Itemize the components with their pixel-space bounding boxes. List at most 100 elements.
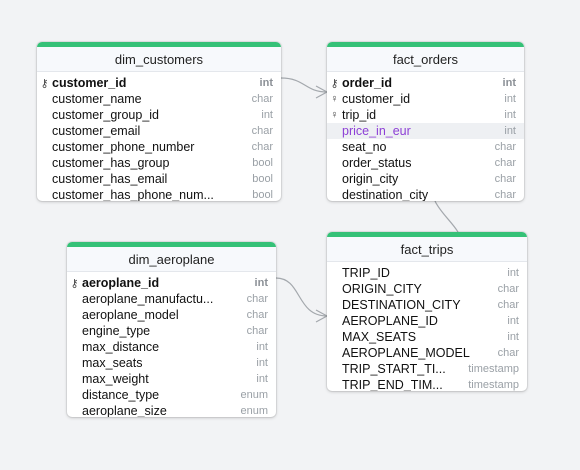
table-title: dim_customers (114, 51, 204, 67)
column-row[interactable]: customer_has_phone_num... bool (37, 187, 281, 201)
column-name: DESTINATION_CITY (342, 298, 461, 312)
column-row[interactable]: AEROPLANE_ID int (327, 313, 527, 329)
column-name: order_id (342, 76, 393, 90)
column-type: int (254, 277, 268, 289)
column-type: bool (252, 173, 273, 185)
column-name: customer_has_phone_num... (52, 188, 214, 201)
key-icon: ⚷ (330, 77, 339, 90)
column-name: price_in_eur (342, 124, 411, 138)
crowfoot-fact-orders-customer (315, 85, 329, 99)
column-name: AEROPLANE_ID (342, 314, 438, 328)
column-row[interactable]: TRIP_START_TI...timestamp (327, 361, 527, 377)
table-title: fact_orders (392, 51, 459, 67)
column-type: timestamp (468, 379, 519, 391)
table-header[interactable]: fact_orders (327, 42, 524, 72)
column-type: int (256, 373, 268, 385)
column-type: enum (240, 389, 268, 401)
column-row[interactable]: max_seats int (67, 355, 276, 371)
column-name: origin_city (342, 172, 399, 186)
column-name: AEROPLANE_MODEL (342, 346, 470, 360)
column-type: int (504, 93, 516, 105)
table-header[interactable]: fact_trips (327, 232, 527, 262)
table-header[interactable]: dim_aeroplane (67, 242, 276, 272)
column-type: char (497, 283, 519, 295)
column-name: destination_city (342, 188, 429, 201)
column-row[interactable]: aeroplane_manufactu...char (67, 291, 276, 307)
column-row[interactable]: ♀customer_id int (327, 91, 524, 107)
column-row[interactable]: origin_city char (327, 171, 524, 187)
column-row[interactable]: customer_phone_number char (37, 139, 281, 155)
column-type: char (251, 141, 273, 153)
column-row[interactable]: destination_city char (327, 187, 524, 201)
column-name: customer_id (342, 92, 411, 106)
column-name: TRIP_START_TI... (342, 362, 446, 376)
column-row[interactable]: AEROPLANE_MODEL char (327, 345, 527, 361)
column-type: bool (252, 189, 273, 201)
column-name: aeroplane_model (82, 308, 179, 322)
column-type: int (261, 109, 273, 121)
column-type: int (507, 331, 519, 343)
column-type: char (497, 347, 519, 359)
column-name: customer_name (52, 92, 142, 106)
column-row[interactable]: aeroplane_size enum (67, 403, 276, 417)
column-name: TRIP_END_TIM... (342, 378, 443, 391)
column-type: char (494, 189, 516, 201)
column-type: char (497, 299, 519, 311)
column-row[interactable]: customer_group_id int (37, 107, 281, 123)
table-title: fact_trips (400, 241, 454, 257)
column-name: engine_type (82, 324, 151, 338)
column-row[interactable]: engine_type char (67, 323, 276, 339)
relationship-fact-orders-to-fact-trips[interactable] (434, 200, 459, 233)
column-name: aeroplane_manufactu... (82, 292, 214, 306)
column-name: max_seats (82, 356, 143, 370)
column-type: char (251, 125, 273, 137)
column-name: order_status (342, 156, 412, 170)
column-name: customer_has_group (52, 156, 170, 170)
table-title: dim_aeroplane (128, 251, 215, 267)
column-type: int (507, 267, 519, 279)
column-name: customer_phone_number (52, 140, 195, 154)
column-type: int (256, 357, 268, 369)
column-name: aeroplane_size (82, 404, 167, 417)
foreign-key-icon: ♀ (330, 93, 339, 105)
column-name: customer_group_id (52, 108, 160, 122)
column-row[interactable]: DESTINATION_CITY char (327, 297, 527, 313)
column-type: char (494, 173, 516, 185)
column-type: char (494, 141, 516, 153)
column-type: int (259, 77, 273, 89)
column-row[interactable]: TRIP_END_TIM... timestamp (327, 377, 527, 391)
table-header[interactable]: dim_customers (37, 42, 281, 72)
column-type: char (246, 325, 268, 337)
relationship-dim-aeroplane-to-fact-trips[interactable] (275, 277, 328, 317)
column-type: int (507, 315, 519, 327)
relationship-dim-customers-to-fact-orders[interactable] (280, 77, 328, 93)
column-type: enum (240, 405, 268, 417)
